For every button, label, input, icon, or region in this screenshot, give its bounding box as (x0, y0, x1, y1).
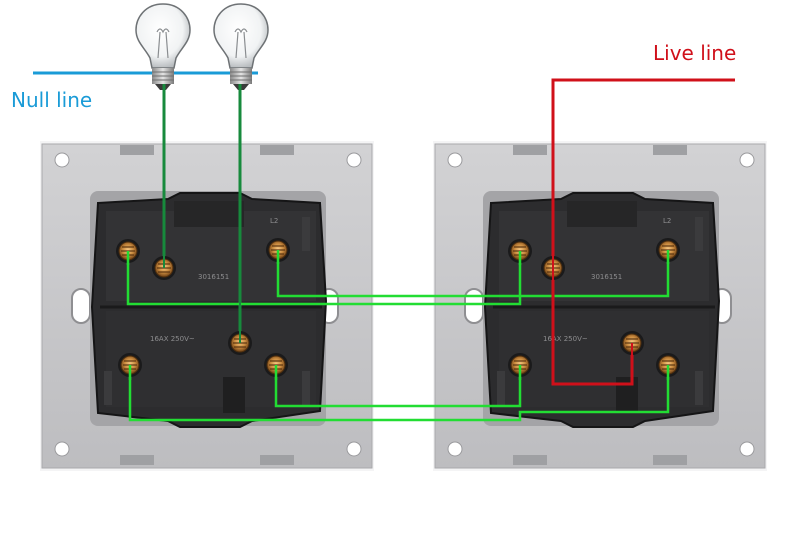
right-switch-model-label: 3016151 (591, 273, 622, 281)
live-line-label: Live line (653, 41, 736, 65)
left-switch: 3016151 16AX 250V~ L2 (38, 139, 376, 473)
lamp-1-icon (135, 3, 191, 91)
null-line-label: Null line (11, 88, 92, 112)
left-switch-model-label: 3016151 (198, 273, 229, 281)
right-switch-rating-label: 16AX 250V~ (543, 335, 588, 343)
left-switch-l2-label: L2 (270, 217, 278, 225)
traveller-wires (126, 252, 670, 422)
lamp-2-icon (213, 3, 269, 91)
wire-connection-ends (126, 84, 670, 384)
right-switch-l2-label: L2 (663, 217, 671, 225)
left-switch-rating-label: 16AX 250V~ (150, 335, 195, 343)
right-switch: 3016151 16AX 250V~ L2 (431, 139, 769, 473)
